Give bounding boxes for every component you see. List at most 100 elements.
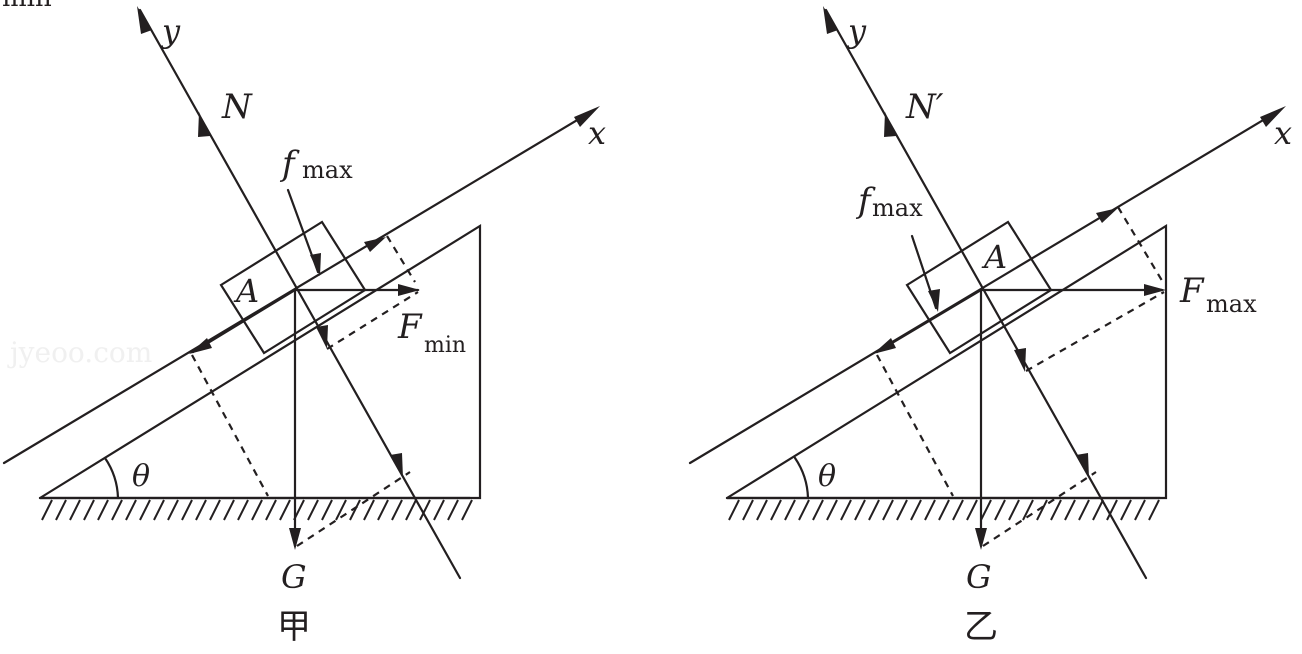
y-axis-right xyxy=(824,8,1148,580)
caption-left: 甲 xyxy=(277,607,311,647)
component-arrow-down-left xyxy=(189,338,212,354)
ground-hatch xyxy=(349,499,361,521)
ground-hatch xyxy=(742,499,754,521)
incline-right xyxy=(725,224,1168,500)
ground-hatch xyxy=(966,499,978,521)
ground-hatch xyxy=(335,499,347,521)
ground-hatch xyxy=(265,499,277,521)
ground-hatch xyxy=(812,499,824,521)
ground-hatch xyxy=(405,499,417,521)
caption-right: 乙 xyxy=(964,607,998,647)
angle-label-right: θ xyxy=(818,459,836,494)
ground-hatch xyxy=(1092,499,1104,521)
ground-hatch xyxy=(321,499,333,521)
diagram-left: y x N f max A F min θ G 甲 xyxy=(2,6,606,647)
normal-arrow-right xyxy=(884,112,896,137)
ground-hatch xyxy=(447,499,459,521)
gravity-label-left: G xyxy=(281,558,307,596)
force-sub-left: min xyxy=(424,333,466,358)
block-label-right: A xyxy=(981,238,1007,276)
incline-left xyxy=(38,224,482,500)
ground-hatch xyxy=(461,499,473,521)
ground-hatch xyxy=(55,499,67,521)
ground-hatch xyxy=(153,499,165,521)
ground-hatch xyxy=(251,499,263,521)
x-axis-right xyxy=(688,108,1282,465)
ground-hatch xyxy=(770,499,782,521)
component-arrow-down-right xyxy=(873,338,896,354)
ground-hatch xyxy=(868,499,880,521)
ground-hatch xyxy=(1050,499,1062,521)
ground-hatch xyxy=(1022,499,1034,521)
ground-right xyxy=(725,496,1162,521)
diagram-right: y x N′ f max A F max θ G 乙 xyxy=(688,6,1292,647)
ground-hatch xyxy=(1134,499,1146,521)
block-label-left: A xyxy=(233,272,259,310)
ground-hatch xyxy=(1064,499,1076,521)
ground-left xyxy=(38,496,473,521)
ground-hatch xyxy=(910,499,922,521)
ground-hatch xyxy=(784,499,796,521)
force-label-right: F xyxy=(1179,271,1205,311)
ground-hatch xyxy=(279,499,291,521)
ground-hatch xyxy=(111,499,123,521)
ground-hatch xyxy=(377,499,389,521)
ground-hatch xyxy=(1148,499,1160,521)
angle-label-left: θ xyxy=(132,459,150,494)
ground-hatch xyxy=(854,499,866,521)
force-sub-right: max xyxy=(1206,290,1257,318)
ground-hatch xyxy=(798,499,810,521)
ground-hatch xyxy=(195,499,207,521)
x-axis-label-left: x xyxy=(588,114,606,152)
y-axis-label-right: y xyxy=(846,12,867,50)
ground-hatch xyxy=(1036,499,1048,521)
y-axis-left xyxy=(138,8,462,580)
ground-hatch xyxy=(1120,499,1132,521)
ground-hatch xyxy=(97,499,109,521)
ground-hatch xyxy=(994,499,1006,521)
friction-sub-left: max xyxy=(302,156,353,184)
perp-arrow-right xyxy=(1076,453,1089,478)
ground-hatch xyxy=(1106,499,1118,521)
ground-hatch xyxy=(125,499,137,521)
normal-comp-arrow-right xyxy=(1014,348,1026,372)
normal-label-left: N xyxy=(221,87,253,127)
ground-hatch xyxy=(952,499,964,521)
ground-hatch xyxy=(83,499,95,521)
perp-arrow-left xyxy=(390,453,403,478)
ground-hatch xyxy=(209,499,221,521)
ground-hatch xyxy=(139,499,151,521)
ground-hatch xyxy=(41,499,53,521)
ground-hatch xyxy=(728,499,740,521)
ground-hatch xyxy=(223,499,235,521)
ground-hatch xyxy=(840,499,852,521)
friction-sub-right: max xyxy=(872,194,923,222)
ground-hatch xyxy=(938,499,950,521)
component-arrow-up-left xyxy=(364,237,386,252)
ground-hatch xyxy=(419,499,431,521)
ground-hatch xyxy=(391,499,403,521)
ground-hatch xyxy=(307,499,319,521)
ground-hatch xyxy=(181,499,193,521)
ground-hatch xyxy=(1008,499,1020,521)
normal-comp-arrow-left xyxy=(316,325,328,349)
x-axis-left xyxy=(2,108,596,465)
ground-hatch xyxy=(882,499,894,521)
watermark: jyeoo.com xyxy=(7,336,152,369)
ground-hatch xyxy=(924,499,936,521)
ground-hatch xyxy=(1078,499,1090,521)
ground-hatch xyxy=(756,499,768,521)
corner-fragment: min xyxy=(2,0,52,13)
ground-hatch xyxy=(363,499,375,521)
y-axis-label-left: y xyxy=(160,12,181,50)
normal-arrow-left xyxy=(198,112,210,137)
angle-arc-left xyxy=(103,456,120,500)
ground-hatch xyxy=(826,499,838,521)
x-axis-label-right: x xyxy=(1274,114,1292,152)
ground-hatch xyxy=(167,499,179,521)
angle-arc-right xyxy=(793,456,810,500)
ground-hatch xyxy=(237,499,249,521)
component-arrow-up-right xyxy=(1096,208,1118,223)
ground-hatch xyxy=(69,499,81,521)
